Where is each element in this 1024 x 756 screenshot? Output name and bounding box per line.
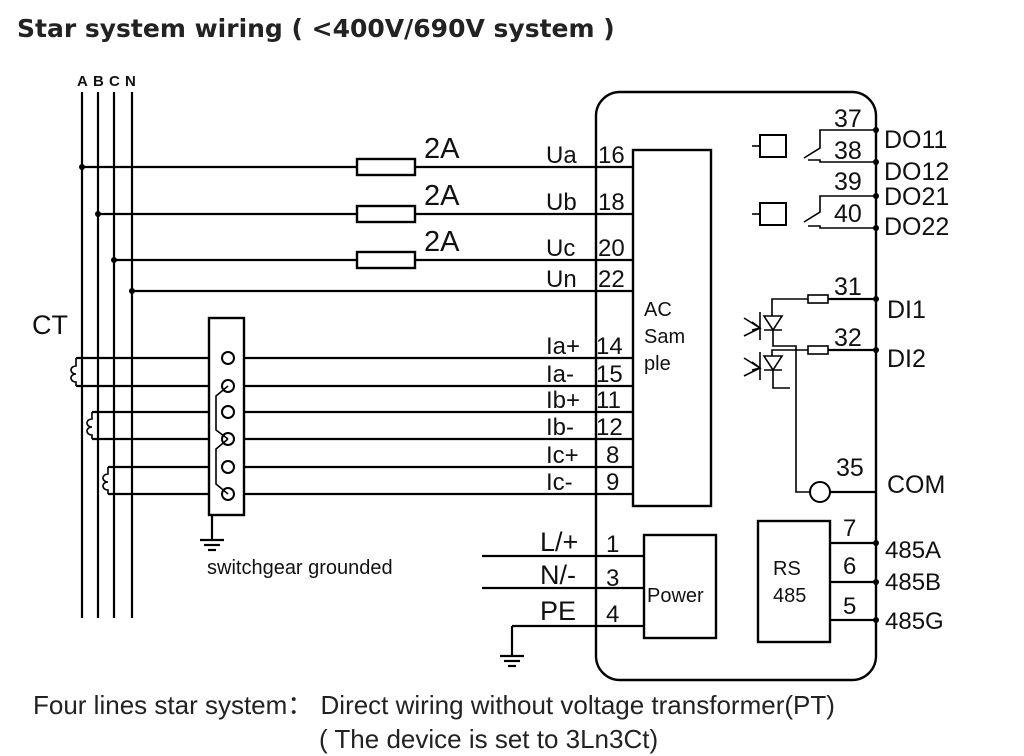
bus-label-c: C xyxy=(109,73,120,90)
rs485-terminal-labels: 7 485A 6 485B 5 485G xyxy=(843,515,944,635)
relay-coil-2-icon xyxy=(759,202,787,226)
terminal-name-ib-plus: Ib+ xyxy=(546,387,580,414)
fuse-label-c: 2A xyxy=(424,226,460,258)
ct-coil-a xyxy=(70,358,77,386)
power-wires xyxy=(482,554,644,668)
terminal-num-4: 4 xyxy=(606,601,619,628)
voltage-terminal-labels: Ua 16 Ub 18 Uc 20 Un 22 xyxy=(546,142,625,293)
relay-contact-2 xyxy=(803,195,876,229)
di-label-di2: DI2 xyxy=(887,345,926,373)
terminal-num-35: 35 xyxy=(836,454,864,482)
terminal-num-5: 5 xyxy=(843,593,856,620)
fuse-c xyxy=(355,250,417,270)
di-label-di1: DI1 xyxy=(887,296,926,324)
fuses: 2A 2A 2A xyxy=(355,133,460,270)
relay-coil-1-icon xyxy=(759,134,787,158)
do-terminal-labels: 37 DO11 38 DO12 39 DO21 40 DO22 xyxy=(834,105,949,241)
power-block xyxy=(642,533,718,640)
terminal-num-12: 12 xyxy=(596,414,623,441)
rs485-label-b: 485B xyxy=(885,569,941,596)
terminal-name-ia-minus: Ia- xyxy=(546,361,574,388)
optocoupler-2-icon xyxy=(762,355,784,372)
terminal-num-1: 1 xyxy=(606,531,619,558)
terminal-name-l: L/+ xyxy=(540,527,578,557)
power-label: Power xyxy=(647,585,704,607)
optocoupler-1-icon xyxy=(762,315,784,332)
terminal-name-un: Un xyxy=(546,266,577,293)
do-label-do22: DO22 xyxy=(884,213,949,241)
terminal-num-39: 39 xyxy=(834,168,862,196)
di-terminal-labels: 31 DI1 32 DI2 35 COM xyxy=(834,273,945,499)
relay-contact-1 xyxy=(803,129,876,163)
diagram-title: Star system wiring ( <400V/690V system ) xyxy=(17,14,615,43)
terminal-num-11: 11 xyxy=(596,387,621,414)
switchgear-grounded-label: switchgear grounded xyxy=(207,557,393,579)
ct-coil-b xyxy=(86,412,93,439)
terminal-num-37: 37 xyxy=(834,105,862,133)
terminal-name-ub: Ub xyxy=(546,189,577,216)
ac-sample-block xyxy=(631,148,713,508)
ac-sample-line-3: ple xyxy=(644,353,671,375)
rs485-wires xyxy=(830,540,879,623)
terminal-name-ua: Ua xyxy=(546,142,577,169)
fuse-a xyxy=(355,157,417,177)
bus-label-a: A xyxy=(77,73,88,90)
terminal-num-32: 32 xyxy=(834,324,862,352)
terminal-num-15: 15 xyxy=(596,361,623,388)
do-label-do21: DO21 xyxy=(884,183,949,211)
rs485-block xyxy=(756,519,832,644)
terminal-num-31: 31 xyxy=(834,273,862,301)
terminal-num-22: 22 xyxy=(598,266,625,293)
terminal-num-3: 3 xyxy=(606,565,619,592)
di-label-com: COM xyxy=(887,471,945,499)
terminal-name-ic-minus: Ic- xyxy=(546,469,573,496)
do-label-do11: DO11 xyxy=(884,126,947,154)
caption-line-1: Four lines star system： Direct wiring wi… xyxy=(33,690,835,720)
terminal-num-16: 16 xyxy=(598,142,625,169)
relay-outputs xyxy=(752,127,879,231)
terminal-name-n: N/- xyxy=(540,560,576,590)
terminal-name-ib-minus: Ib- xyxy=(546,414,574,441)
com-terminal-icon xyxy=(809,481,831,503)
terminal-num-18: 18 xyxy=(598,189,625,216)
terminal-name-ic-plus: Ic+ xyxy=(546,442,579,469)
ct-label: CT xyxy=(32,310,68,340)
terminal-num-14: 14 xyxy=(596,333,623,360)
bus-bars xyxy=(80,92,134,618)
terminal-num-6: 6 xyxy=(843,553,856,580)
rs485-line-1: RS xyxy=(773,558,801,580)
rs485-label-a: 485A xyxy=(885,537,941,564)
terminal-name-ia-plus: Ia+ xyxy=(546,333,580,360)
ac-sample-line-2: Sam xyxy=(644,326,685,348)
ac-sample-line-1: AC xyxy=(644,299,672,321)
voltage-wires xyxy=(79,164,596,294)
fuse-label-a: 2A xyxy=(424,133,460,165)
terminal-name-pe: PE xyxy=(540,596,576,626)
bus-label-n: N xyxy=(125,73,136,90)
bus-labels: A B C N xyxy=(77,73,136,90)
terminal-num-38: 38 xyxy=(834,137,862,165)
rs485-line-2: 485 xyxy=(773,585,806,607)
test-terminal-block xyxy=(200,316,246,552)
internal-leads xyxy=(596,165,633,496)
current-wires xyxy=(70,356,596,496)
terminal-num-20: 20 xyxy=(598,235,625,262)
terminal-num-9: 9 xyxy=(606,469,619,496)
terminal-name-uc: Uc xyxy=(546,235,575,262)
ct-coil-c xyxy=(102,467,109,494)
terminal-num-40: 40 xyxy=(834,200,862,228)
terminal-num-7: 7 xyxy=(843,515,856,542)
fuse-label-b: 2A xyxy=(424,180,460,212)
bus-label-b: B xyxy=(93,73,104,90)
power-terminal-labels: L/+ 1 N/- 3 PE 4 xyxy=(540,527,619,628)
digital-inputs xyxy=(743,294,879,503)
caption-line-2: ( The device is set to 3Ln3Ct) xyxy=(319,724,658,754)
terminal-num-8: 8 xyxy=(606,442,619,469)
rs485-label-g: 485G xyxy=(885,608,944,635)
fuse-b xyxy=(355,204,417,224)
current-terminal-labels: Ia+ 14 Ia- 15 Ib+ 11 Ib- 12 Ic+ 8 Ic- 9 xyxy=(546,333,623,496)
do-label-do12: DO12 xyxy=(884,158,949,186)
